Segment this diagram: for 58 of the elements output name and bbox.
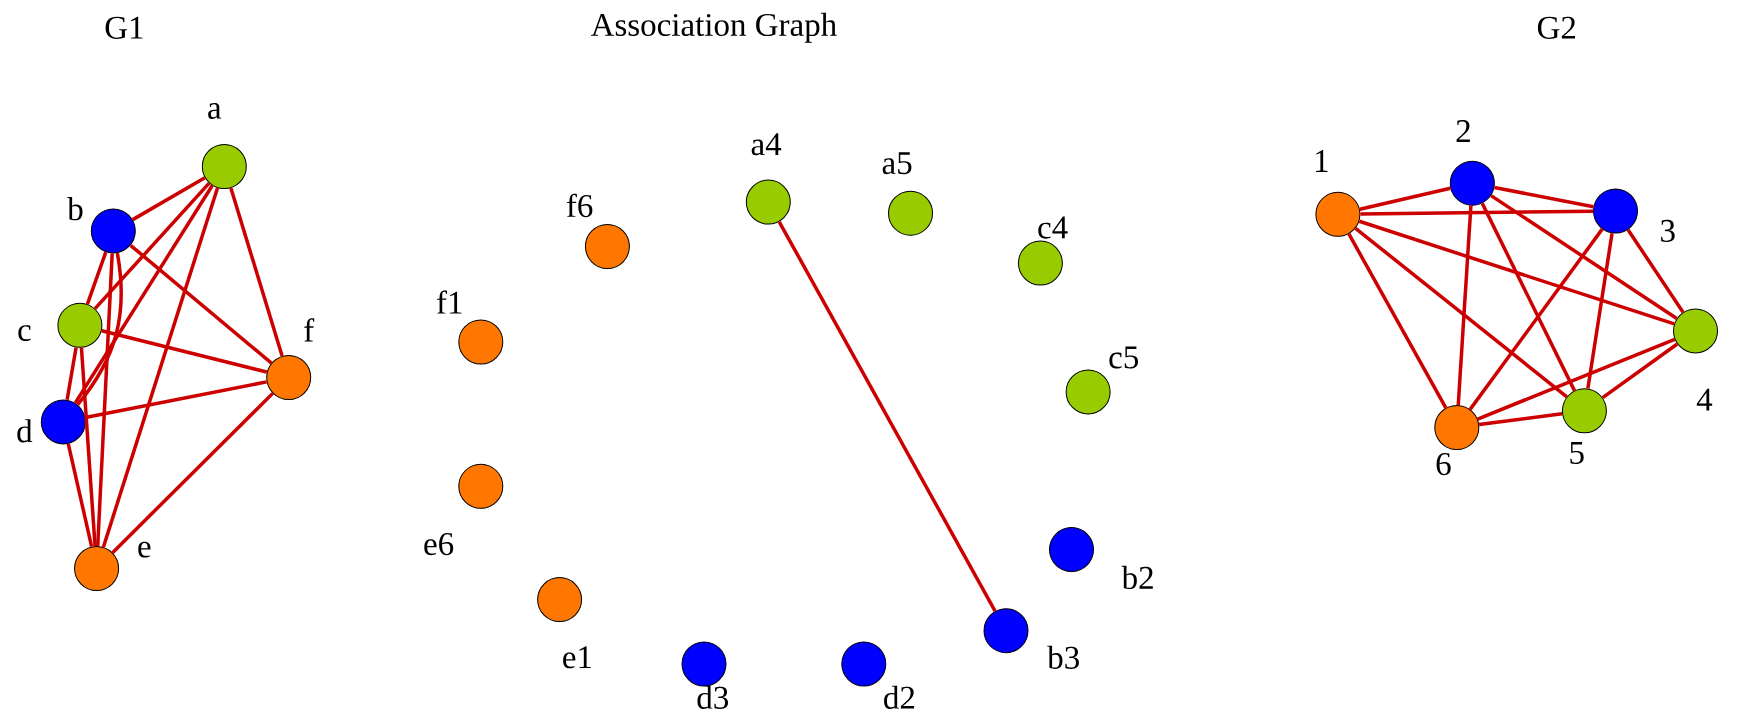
edge-line: [1354, 226, 1568, 399]
vertex-label: f6: [566, 193, 593, 218]
vertex-label: a: [208, 103, 222, 119]
vertex-label: d: [17, 419, 33, 443]
vertex-label: a4: [751, 133, 782, 156]
edge-line: [229, 187, 284, 357]
edge-line: [85, 251, 108, 305]
vertex-label: 6: [1436, 453, 1451, 476]
vertex-label: b3: [1047, 645, 1079, 669]
vertex-label: c4: [1038, 216, 1068, 239]
edge-line: [1478, 412, 1563, 427]
edge-line: [1359, 186, 1451, 211]
vertex-label: b: [67, 197, 83, 221]
vertex-label: f1: [437, 290, 462, 314]
vertex-label: c5: [1109, 346, 1138, 369]
edge-line: [1626, 228, 1685, 314]
vertex-label: d3: [697, 685, 728, 709]
edge-line: [1360, 209, 1594, 216]
edge-line: [79, 347, 97, 547]
edge-line: [95, 253, 114, 547]
edge-line: [101, 187, 220, 548]
vertex-label: e1: [563, 646, 591, 669]
vertex-label: d2: [884, 685, 915, 709]
edge-line: [1358, 219, 1675, 326]
vertex-label: a5: [882, 152, 912, 175]
edge-line: [1480, 202, 1577, 392]
vertex-label: e: [138, 541, 151, 558]
edge-line: [111, 392, 274, 554]
vertex-label: f: [304, 318, 315, 342]
edge-line: [129, 244, 273, 365]
edge-line: [1468, 228, 1604, 411]
edge-line: [1490, 194, 1678, 320]
edge-line: [1456, 205, 1473, 406]
edge-line: [76, 252, 123, 406]
vertex-label: 1: [1315, 150, 1328, 172]
edge-line: [777, 220, 997, 612]
edge-line: [73, 184, 214, 404]
vertex-label: 5: [1570, 442, 1584, 464]
vertex-label: 3: [1661, 219, 1675, 242]
edge-line: [1601, 342, 1679, 400]
vertex-label: c: [18, 325, 31, 342]
graph-title: G1: [105, 16, 143, 39]
edge-line: [1347, 233, 1448, 409]
vertex-label: b2: [1121, 565, 1153, 590]
vertex-label: 4: [1696, 388, 1713, 411]
vertex-label: 2: [1456, 120, 1470, 142]
edge-line: [1494, 185, 1594, 209]
edge-line: [1477, 337, 1676, 421]
edge-line: [131, 176, 206, 222]
graph-title: Association Graph: [590, 12, 837, 43]
vertex-label: e6: [424, 533, 454, 556]
edge-line: [65, 347, 78, 401]
edge-line: [101, 329, 268, 374]
edge-line: [1586, 232, 1614, 389]
edge-line: [66, 443, 94, 547]
graph-title: G2: [1537, 16, 1576, 39]
edge-line: [85, 380, 267, 420]
edge-line: [93, 181, 211, 310]
